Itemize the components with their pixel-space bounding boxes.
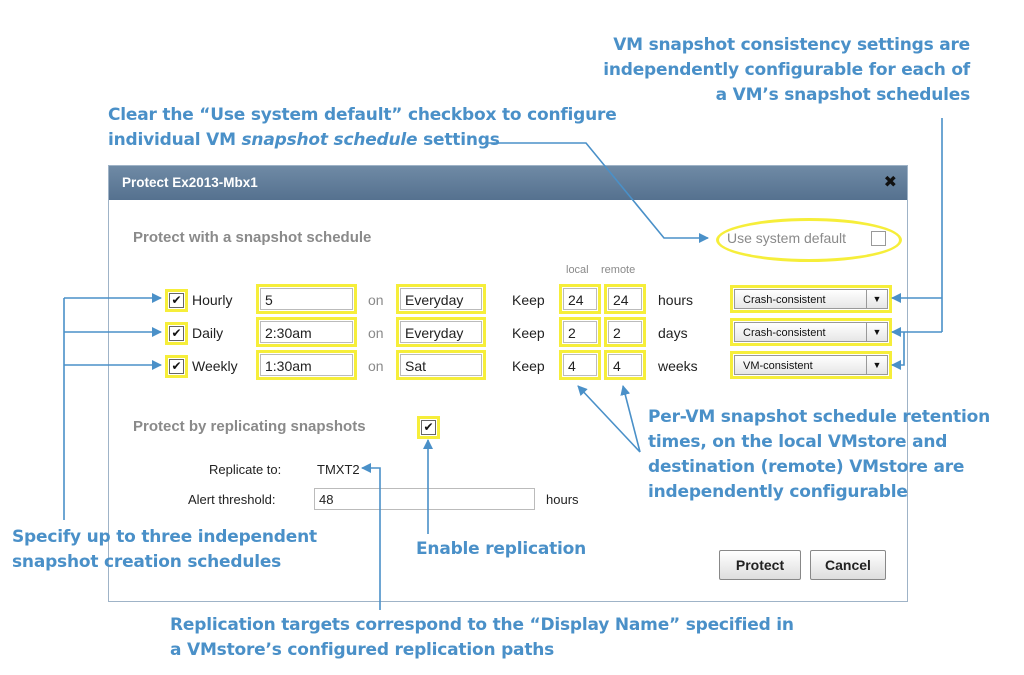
dialog-titlebar: Protect Ex2013-Mbx1 [109,166,907,200]
replicate-section-title: Protect by replicating snapshots [133,418,366,435]
callout-line: independently configurable [648,482,908,502]
hourly-checkbox[interactable]: ✔ [165,289,188,312]
consistency-callout: VM snapshot consistency settings are ind… [603,33,970,108]
weekly-unit: weeks [658,358,698,374]
protect-button[interactable]: Protect [719,550,801,580]
arrow-retention-local [577,385,641,453]
on-label: on [368,358,384,374]
hourly-remote-field[interactable]: 24 [604,284,646,314]
callout-line: VM snapshot consistency settings are [613,35,970,55]
dialog-title: Protect Ex2013-Mbx1 [122,175,258,190]
hourly-label: Hourly [192,292,233,308]
cancel-button[interactable]: Cancel [810,550,886,580]
replicate-to-value: TMXT2 [317,462,360,477]
weekly-local-field[interactable]: 4 [559,350,601,380]
callout-line: Per-VM snapshot schedule retention [648,407,990,427]
arrow-consistency-weekly [891,332,905,370]
daily-checkbox[interactable]: ✔ [165,322,188,345]
arrow-system-default [488,142,709,243]
weekly-remote-field[interactable]: 4 [604,350,646,380]
weekly-time-field[interactable]: 1:30am [256,350,357,380]
hourly-day-field[interactable]: Everyday [396,284,486,314]
callout-line: times, on the local VMstore and [648,432,948,452]
arrow-retention-remote [620,385,641,453]
close-icon[interactable]: ✖ [883,174,897,191]
system-default-highlight [716,218,902,262]
daily-unit: days [658,325,688,341]
alert-threshold-label: Alert threshold: [188,492,276,507]
daily-time-field[interactable]: 2:30am [256,317,357,347]
on-label: on [368,325,384,341]
weekly-checkbox[interactable]: ✔ [165,355,188,378]
callout-text: individual VM [108,130,242,150]
daily-remote-field[interactable]: 2 [604,317,646,347]
callout-line: destination (remote) VMstore are [648,457,965,477]
alert-threshold-field[interactable]: 48 [314,488,535,510]
chevron-down-icon: ▼ [866,290,887,308]
enable-replication-callout: Enable replication [416,539,587,559]
use-system-default-label: Use system default [727,230,847,246]
col-remote-label: remote [601,264,636,276]
callout-line: Replication targets correspond to the “D… [170,615,794,635]
weekly-label: Weekly [192,358,238,374]
daily-label: Daily [192,325,224,341]
callout-line: individual VM snapshot schedule settings [108,128,617,153]
daily-local-field[interactable]: 2 [559,317,601,347]
use-system-default-checkbox[interactable] [871,231,886,246]
callout-line: a VMstore’s configured replication paths [170,640,555,660]
replicate-checkbox[interactable]: ✔ [417,416,440,439]
keep-label: Keep [512,292,545,308]
hourly-consistency-select[interactable]: Crash-consistent ▼ [730,285,892,313]
chevron-down-icon: ▼ [866,323,887,341]
select-value: Crash-consistent [743,294,826,306]
alert-threshold-unit: hours [546,492,579,507]
daily-consistency-select[interactable]: Crash-consistent ▼ [730,318,892,346]
protect-dialog: Protect Ex2013-Mbx1 ✖ Protect with a sna… [108,165,908,602]
schedules-callout: Specify up to three independent snapshot… [12,525,317,575]
chevron-down-icon: ▼ [866,356,887,374]
arrow-replication-targets [361,463,381,610]
weekly-consistency-select[interactable]: VM-consistent ▼ [730,351,892,379]
hourly-time-field[interactable]: 5 [256,284,357,314]
callout-line: Clear the “Use system default” checkbox … [108,105,617,125]
weekly-day-field[interactable]: Sat [396,350,486,380]
replication-targets-callout: Replication targets correspond to the “D… [170,613,794,663]
select-value: VM-consistent [743,360,813,372]
schedule-section-title: Protect with a snapshot schedule [133,229,372,246]
replicate-to-label: Replicate to: [209,462,282,477]
callout-line: independently configurable for each of [603,60,970,80]
on-label: on [368,292,384,308]
callout-line: Specify up to three independent [12,527,317,547]
keep-label: Keep [512,358,545,374]
callout-text: settings [417,130,500,150]
callout-line: a VM’s snapshot schedules [715,85,971,105]
hourly-unit: hours [658,292,694,308]
callout-line: snapshot creation schedules [12,552,282,572]
system-default-callout: Clear the “Use system default” checkbox … [108,103,617,153]
callout-italic-text: snapshot schedule [241,130,418,150]
hourly-local-field[interactable]: 24 [559,284,601,314]
keep-label: Keep [512,325,545,341]
col-local-label: local [566,264,589,276]
retention-callout: Per-VM snapshot schedule retention times… [648,405,990,505]
select-value: Crash-consistent [743,327,826,339]
daily-day-field[interactable]: Everyday [396,317,486,347]
